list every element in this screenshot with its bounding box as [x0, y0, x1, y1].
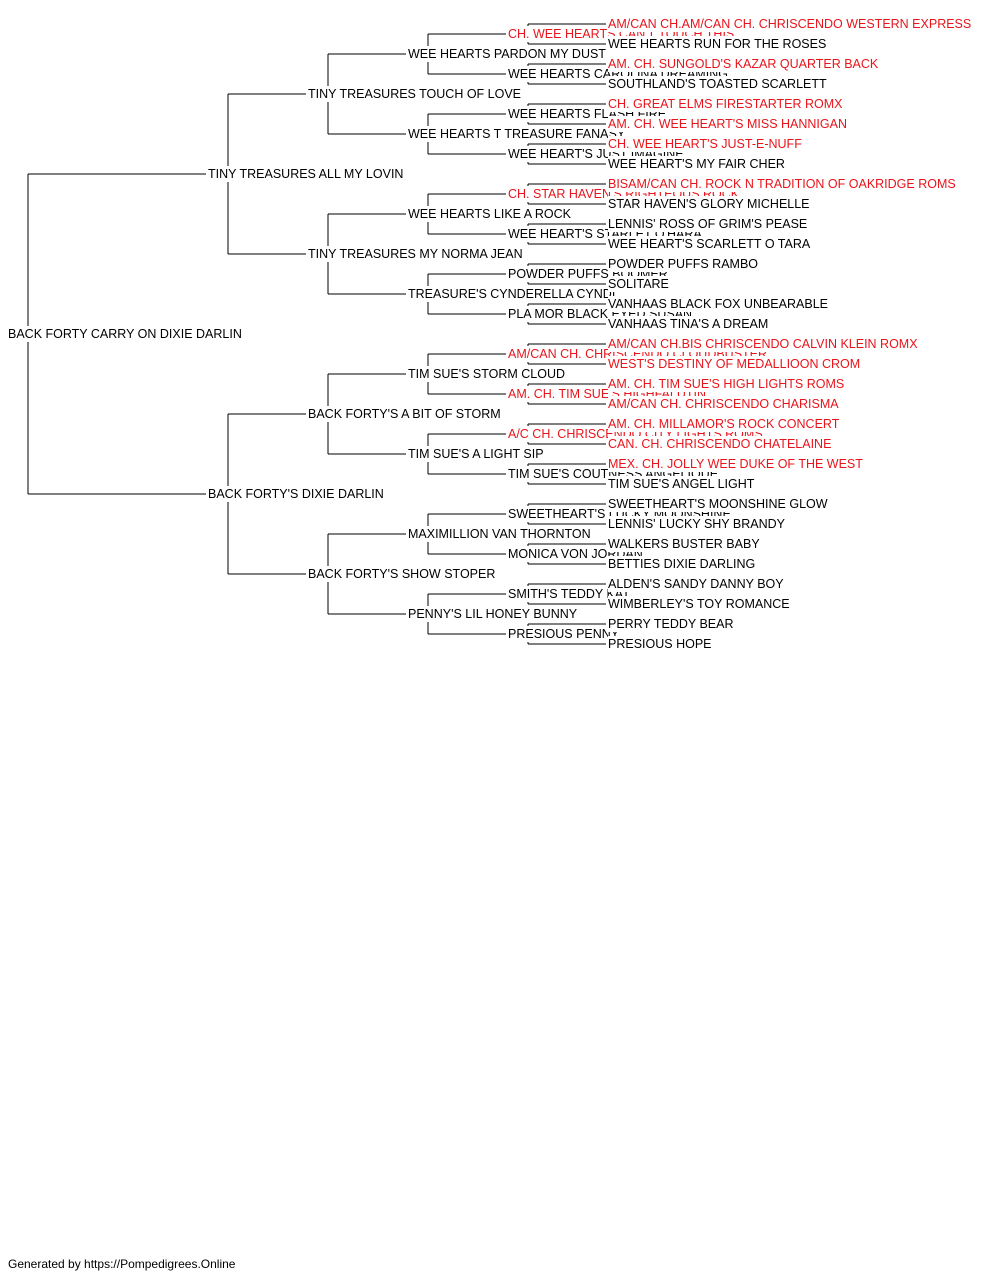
sire-name: AM/CAN CH.BIS CHRISCENDO CALVIN KLEIN RO…	[608, 336, 920, 352]
sire-name: TIM SUE'S STORM CLOUD	[408, 366, 568, 382]
dam-name: BACK FORTY'S SHOW STOPER	[308, 566, 498, 582]
sire-name: WEE HEARTS PARDON MY DUST	[408, 46, 608, 62]
dam-name: SOUTHLAND'S TOASTED SCARLETT	[608, 76, 829, 92]
dam-name: WIMBERLEY'S TOY ROMANCE	[608, 596, 792, 612]
subject-name: BACK FORTY CARRY ON DIXIE DARLIN	[8, 326, 244, 342]
dam-name: BACK FORTY'S DIXIE DARLIN	[208, 486, 386, 502]
sire-name: BACK FORTY'S A BIT OF STORM	[308, 406, 503, 422]
dam-name: PRESIOUS HOPE	[608, 636, 714, 652]
sire-name: TINY TREASURES ALL MY LOVIN	[208, 166, 406, 182]
sire-name: MAXIMILLION VAN THORNTON	[408, 526, 593, 542]
generated-by-footer: Generated by https://Pompedigrees.Online	[8, 1257, 236, 1271]
dam-name: BETTIES DIXIE DARLING	[608, 556, 758, 572]
dam-name: TIM SUE'S A LIGHT SIP	[408, 446, 546, 462]
dam-name: VANHAAS TINA'S A DREAM	[608, 316, 771, 332]
sire-name: CH. WEE HEART'S JUST-E-NUFF	[608, 136, 804, 152]
sire-name: ALDEN'S SANDY DANNY BOY	[608, 576, 786, 592]
sire-name: AM. CH. MILLAMOR'S ROCK CONCERT	[608, 416, 842, 432]
dam-name: WEE HEARTS T TREASURE FANASY	[408, 126, 628, 142]
sire-name: PERRY TEDDY BEAR	[608, 616, 736, 632]
dam-name: TIM SUE'S ANGEL LIGHT	[608, 476, 757, 492]
sire-name: WEE HEARTS LIKE A ROCK	[408, 206, 574, 222]
sire-name: LENNIS' ROSS OF GRIM'S PEASE	[608, 216, 810, 232]
dam-name: STAR HAVEN'S GLORY MICHELLE	[608, 196, 812, 212]
sire-name: WALKERS BUSTER BABY	[608, 536, 762, 552]
dam-name: PRESIOUS PENNY	[508, 626, 622, 642]
sire-name: BISAM/CAN CH. ROCK N TRADITION OF OAKRID…	[608, 176, 958, 192]
dam-name: WEE HEART'S SCARLETT O TARA	[608, 236, 813, 252]
dam-name: CAN. CH. CHRISCENDO CHATELAINE	[608, 436, 834, 452]
dam-name: AM/CAN CH. CHRISCENDO CHARISMA	[608, 396, 841, 412]
dam-name: WEE HEART'S MY FAIR CHER	[608, 156, 787, 172]
sire-name: AM/CAN CH.AM/CAN CH. CHRISCENDO WESTERN …	[608, 16, 974, 32]
dam-name: TREASURE'S CYNDERELLA CYNDI	[408, 286, 618, 302]
sire-name: SMITH'S TEDDY KAT	[508, 586, 632, 602]
dam-name: TINY TREASURES MY NORMA JEAN	[308, 246, 525, 262]
sire-name: AM. CH. TIM SUE'S HIGH LIGHTS ROMS	[608, 376, 847, 392]
sire-name: AM. CH. SUNGOLD'S KAZAR QUARTER BACK	[608, 56, 881, 72]
dam-name: LENNIS' LUCKY SHY BRANDY	[608, 516, 787, 532]
sire-name: MEX. CH. JOLLY WEE DUKE OF THE WEST	[608, 456, 865, 472]
sire-name: TINY TREASURES TOUCH OF LOVE	[308, 86, 524, 102]
dam-name: AM. CH. WEE HEART'S MISS HANNIGAN	[608, 116, 849, 132]
sire-name: POWDER PUFFS RAMBO	[608, 256, 761, 272]
dam-name: SOLITARE	[608, 276, 671, 292]
dam-name: PENNY'S LIL HONEY BUNNY	[408, 606, 580, 622]
dam-name: WEST'S DESTINY OF MEDALLIOON CROM	[608, 356, 863, 372]
sire-name: SWEETHEART'S MOONSHINE GLOW	[608, 496, 830, 512]
dam-name: WEE HEARTS RUN FOR THE ROSES	[608, 36, 829, 52]
sire-name: CH. GREAT ELMS FIRESTARTER ROMX	[608, 96, 845, 112]
sire-name: VANHAAS BLACK FOX UNBEARABLE	[608, 296, 830, 312]
